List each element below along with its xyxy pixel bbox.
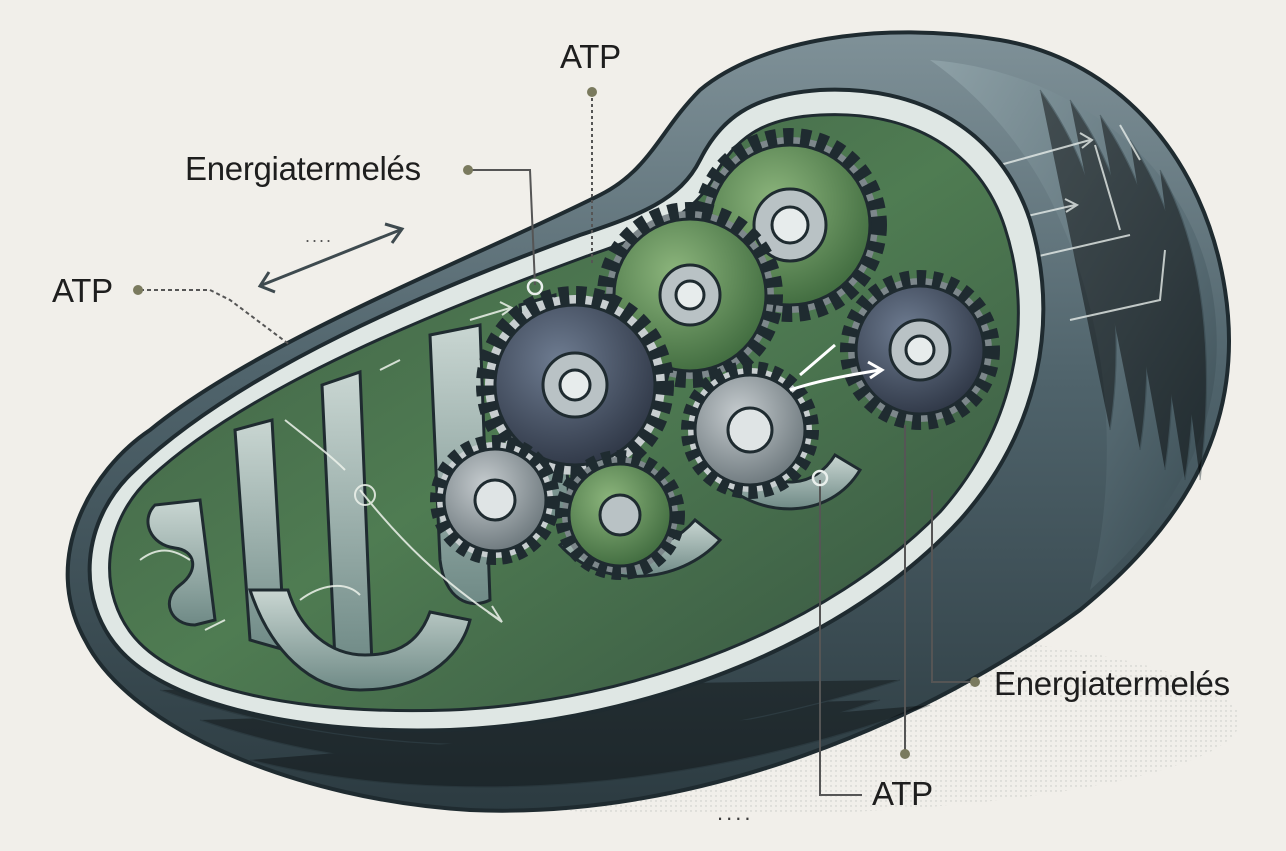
label-atp-left: ATP (52, 272, 113, 310)
label-atp-top: ATP (560, 38, 621, 76)
label-energiatermeles-lower: Energiatermelés (994, 665, 1230, 703)
gear-right-grey (848, 278, 992, 422)
label-energiatermeles-upper: Energiatermelés (185, 150, 421, 188)
svg-text:....: .... (305, 226, 333, 246)
gear-middle-grey (688, 368, 812, 492)
gear-bottom-green (562, 457, 678, 573)
label-atp-bottom: ATP (872, 775, 933, 813)
ellipsis-bottom: .... (717, 800, 753, 826)
gear-bottom-grey (437, 442, 553, 558)
